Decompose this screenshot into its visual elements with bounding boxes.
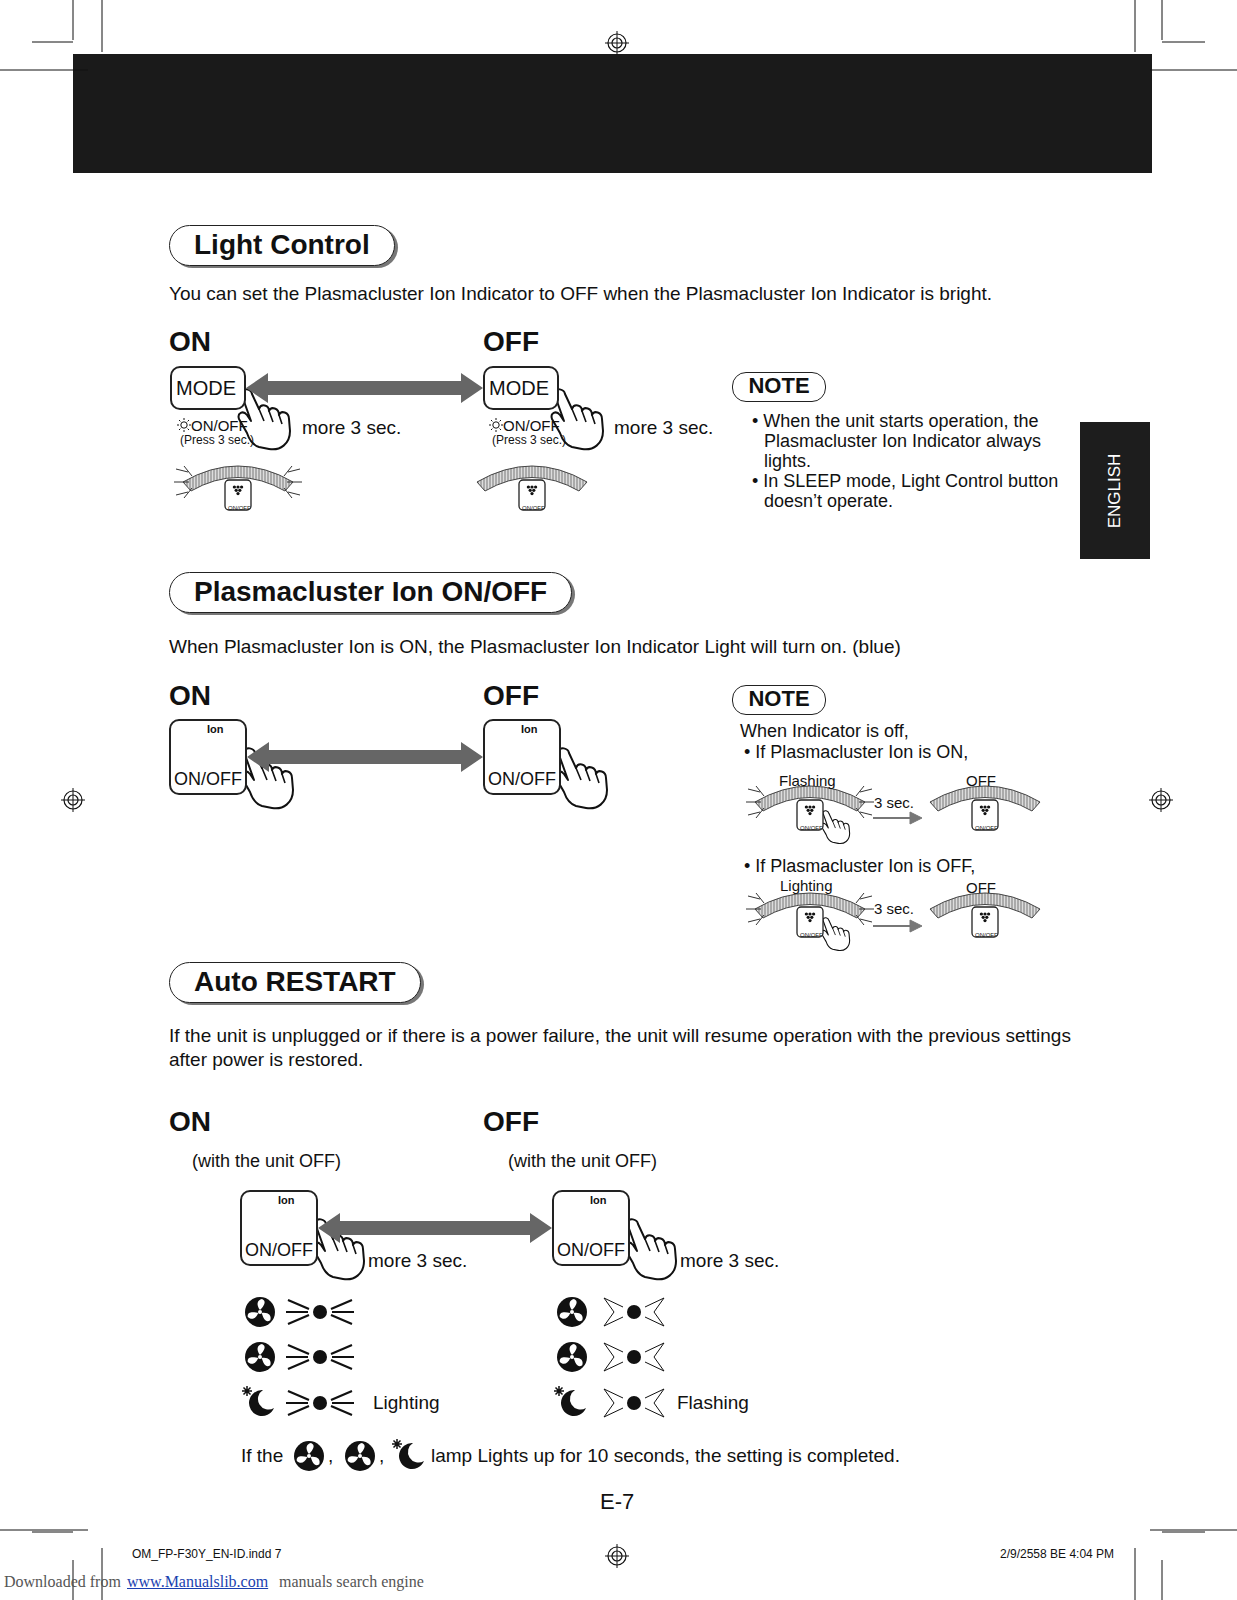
label-text: OFF (483, 326, 539, 358)
node-text: ON/OFF (557, 1240, 625, 1261)
label-text: ON/OFF (503, 417, 560, 434)
node-text: MODE (176, 377, 236, 400)
ion-button: IonON/OFF (483, 719, 561, 795)
mode-button: MODE (483, 366, 559, 410)
node-text: Light Control (194, 229, 370, 261)
label-text: • If Plasmacluster Ion is OFF, (744, 856, 975, 877)
label-text: ON/OFF (228, 505, 251, 512)
label-text: When Plasmacluster Ion is ON, the Plasma… (169, 636, 901, 658)
node-text: Plasmacluster Ion ON/OFF (194, 576, 547, 608)
label-text: , (328, 1445, 333, 1467)
note-badge: NOTE (732, 685, 826, 715)
node-text: Ion (278, 1194, 295, 1206)
label-text: (with the unit OFF) (508, 1151, 657, 1172)
node-text: Auto RESTART (194, 966, 396, 998)
ion-button: IonON/OFF (552, 1190, 630, 1266)
indicator-icon (183, 466, 1040, 937)
node-text: ON/OFF (245, 1240, 313, 1261)
label-text: ON (169, 1106, 211, 1138)
node-text: Ion (207, 723, 224, 735)
label-text: OFF (966, 879, 996, 896)
label-text: ON/OFF (800, 932, 823, 939)
label-text: (with the unit OFF) (192, 1151, 341, 1172)
node-text: NOTE (748, 686, 809, 712)
label-text: OFF (483, 1106, 539, 1138)
section-heading: Plasmacluster Ion ON/OFF (169, 572, 572, 613)
label-text: Lighting (780, 877, 833, 894)
label-text: When Indicator is off, (740, 721, 909, 742)
double-arrow (246, 373, 483, 403)
label-text: ON/OFF (975, 825, 998, 832)
node-text: NOTE (748, 373, 809, 399)
node-text: Ion (521, 723, 538, 735)
label-text: more 3 sec. (614, 417, 713, 439)
label-text: • When the unit starts operation, the Pl… (752, 411, 1069, 471)
section-heading: Auto RESTART (169, 962, 421, 1003)
label-text: 3 sec. (874, 794, 914, 811)
label-text: more 3 sec. (302, 417, 401, 439)
label-text: OFF (483, 680, 539, 712)
note-badge: NOTE (732, 372, 826, 402)
label-text: more 3 sec. (368, 1250, 467, 1272)
pressing-hand (239, 389, 850, 1279)
label-text: ON/OFF (191, 417, 248, 434)
label-text: more 3 sec. (680, 1250, 779, 1272)
label-text: ON/OFF (975, 932, 998, 939)
label-text: (Press 3 sec.) (492, 434, 566, 448)
lamp-flashing (604, 1298, 664, 1417)
label-text: • In SLEEP mode, Light Control button do… (752, 471, 1069, 511)
label-text: ON (169, 326, 211, 358)
fan-icon (245, 1297, 587, 1471)
node-text: ON/OFF (488, 769, 556, 790)
ion-button: IonON/OFF (169, 719, 247, 795)
label-text: Flashing (677, 1392, 749, 1414)
language-tab: ENGLISH (1080, 422, 1150, 559)
label-text: ON/OFF (800, 825, 823, 832)
label-text: ON/OFF (522, 505, 545, 512)
registration-mark (61, 31, 1173, 1568)
label-text: If the (241, 1445, 283, 1467)
label-text: You can set the Plasmacluster Ion Indica… (169, 283, 992, 305)
label-text: • If Plasmacluster Ion is ON, (744, 742, 968, 763)
double-arrow (247, 742, 483, 772)
label-text: E-7 (600, 1489, 634, 1514)
node-text: MODE (489, 377, 549, 400)
section-heading: Light Control (169, 225, 395, 266)
node-text: ENGLISH (1105, 453, 1125, 528)
double-arrow (318, 1213, 552, 1243)
label-text: , (379, 1445, 384, 1467)
label-text: OFF (966, 772, 996, 789)
label-text: 2/9/2558 BE 4:04 PM (1000, 1548, 1114, 1562)
ion-button: IonON/OFF (240, 1190, 318, 1266)
label-text: manuals search engine (279, 1573, 424, 1591)
label-text: Downloaded from (4, 1573, 121, 1591)
label-text: lamp Lights up for 10 seconds, the setti… (431, 1445, 900, 1467)
label-text: OM_FP-F30Y_EN-ID.indd 7 (132, 1548, 281, 1562)
label-text: www.Manualslib.com (127, 1573, 268, 1591)
lamp-lighting (286, 1300, 354, 1415)
label-text: Lighting (373, 1392, 440, 1414)
label-text: 3 sec. (874, 900, 914, 917)
mode-button: MODE (170, 366, 246, 410)
node-text: Ion (590, 1194, 607, 1206)
node-text: ON/OFF (174, 769, 242, 790)
header-bar (73, 54, 1152, 173)
label-text: ON (169, 680, 211, 712)
label-text: (Press 3 sec.) (180, 434, 254, 448)
label-text: Flashing (779, 772, 836, 789)
label-text: If the unit is unplugged or if there is … (169, 1024, 1074, 1072)
